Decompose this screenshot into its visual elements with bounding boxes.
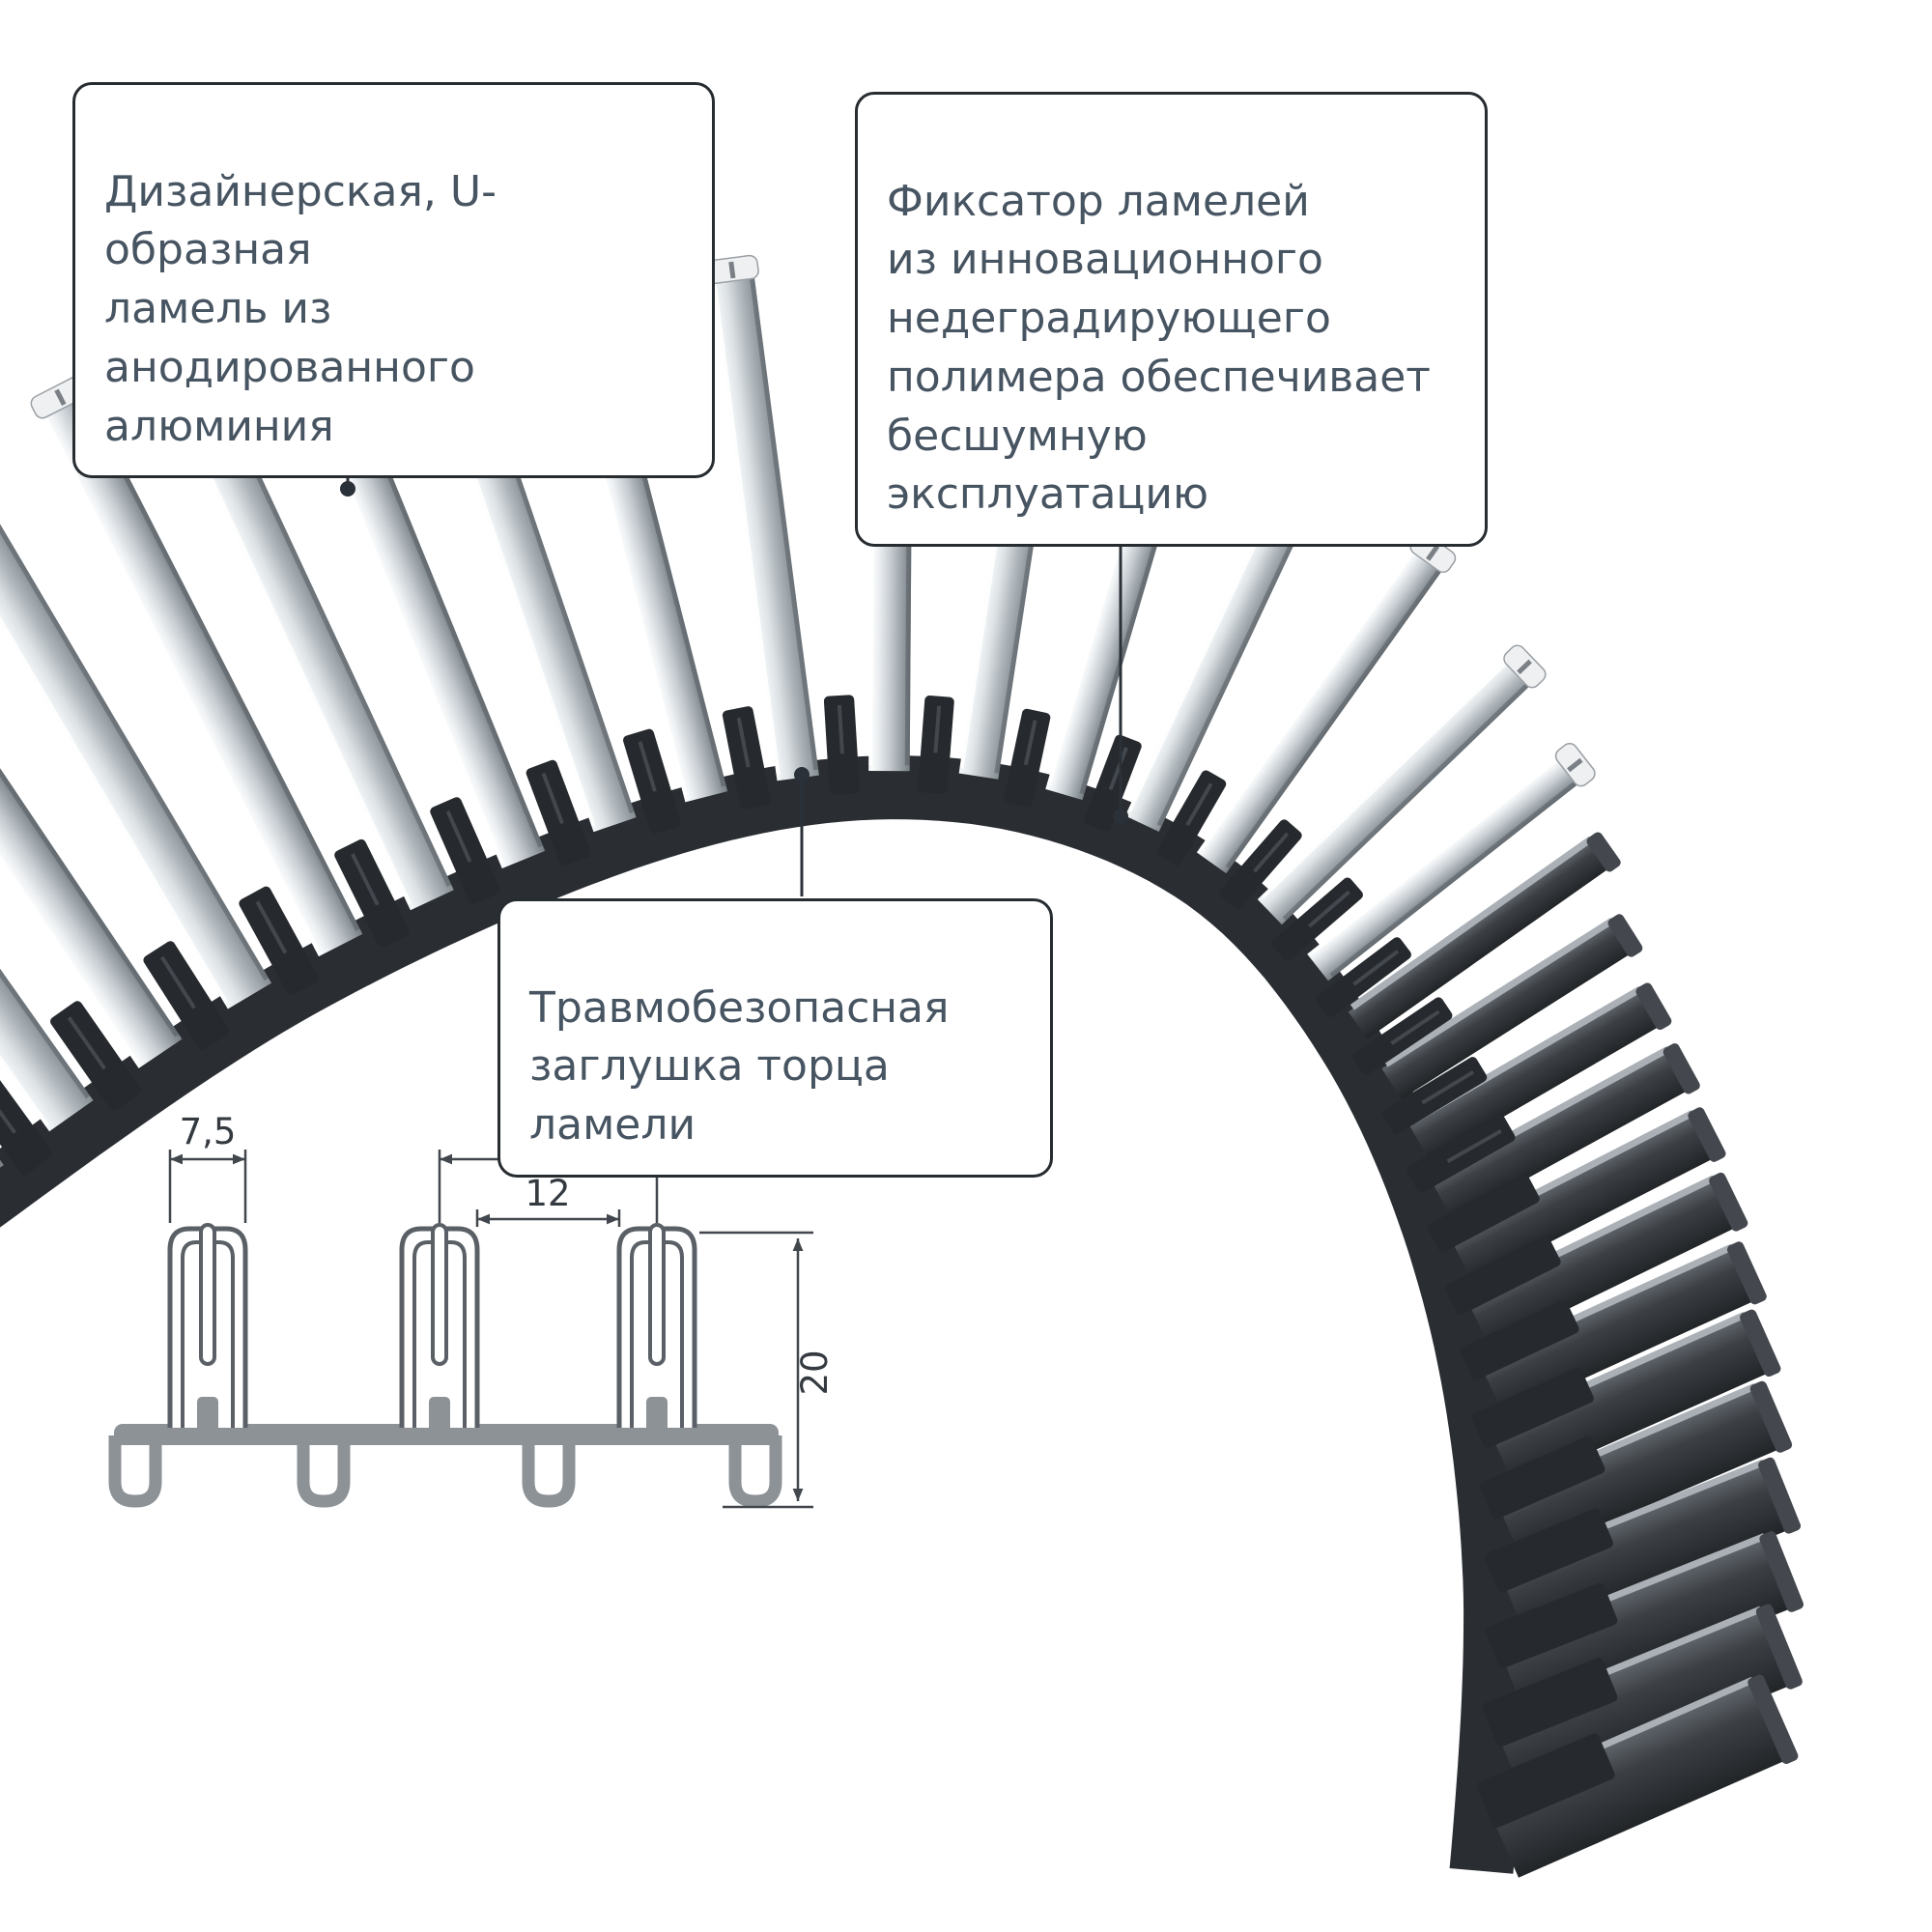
callout-fixator: Фиксатор ламелей из инновационного недег… [855,92,1488,548]
dimension-lines [168,1150,813,1509]
callout-endcap: Травмобезопасная заглушка торца ламели [497,898,1053,1178]
leader-dot-endcap [794,767,810,782]
leader-dot-fixator [1113,809,1128,824]
callout-endcap-text: Травмобезопасная заглушка торца ламели [529,982,950,1151]
callout-fixator-text: Фиксатор ламелей из инновационного недег… [887,176,1431,520]
dimension-gap: 12 [525,1173,570,1214]
cross-section-lamella-profiles [170,1225,695,1443]
callout-lamella: Дизайнерская, U-образная ламель из аноди… [72,82,715,479]
callout-lamella-text: Дизайнерская, U-образная ламель из аноди… [104,166,497,451]
dimension-lamella-width: 7,5 [180,1111,237,1152]
dimension-height: 20 [794,1350,836,1395]
leader-dot-lamella [340,481,355,497]
grille-lamella-fixators [0,695,1618,1828]
